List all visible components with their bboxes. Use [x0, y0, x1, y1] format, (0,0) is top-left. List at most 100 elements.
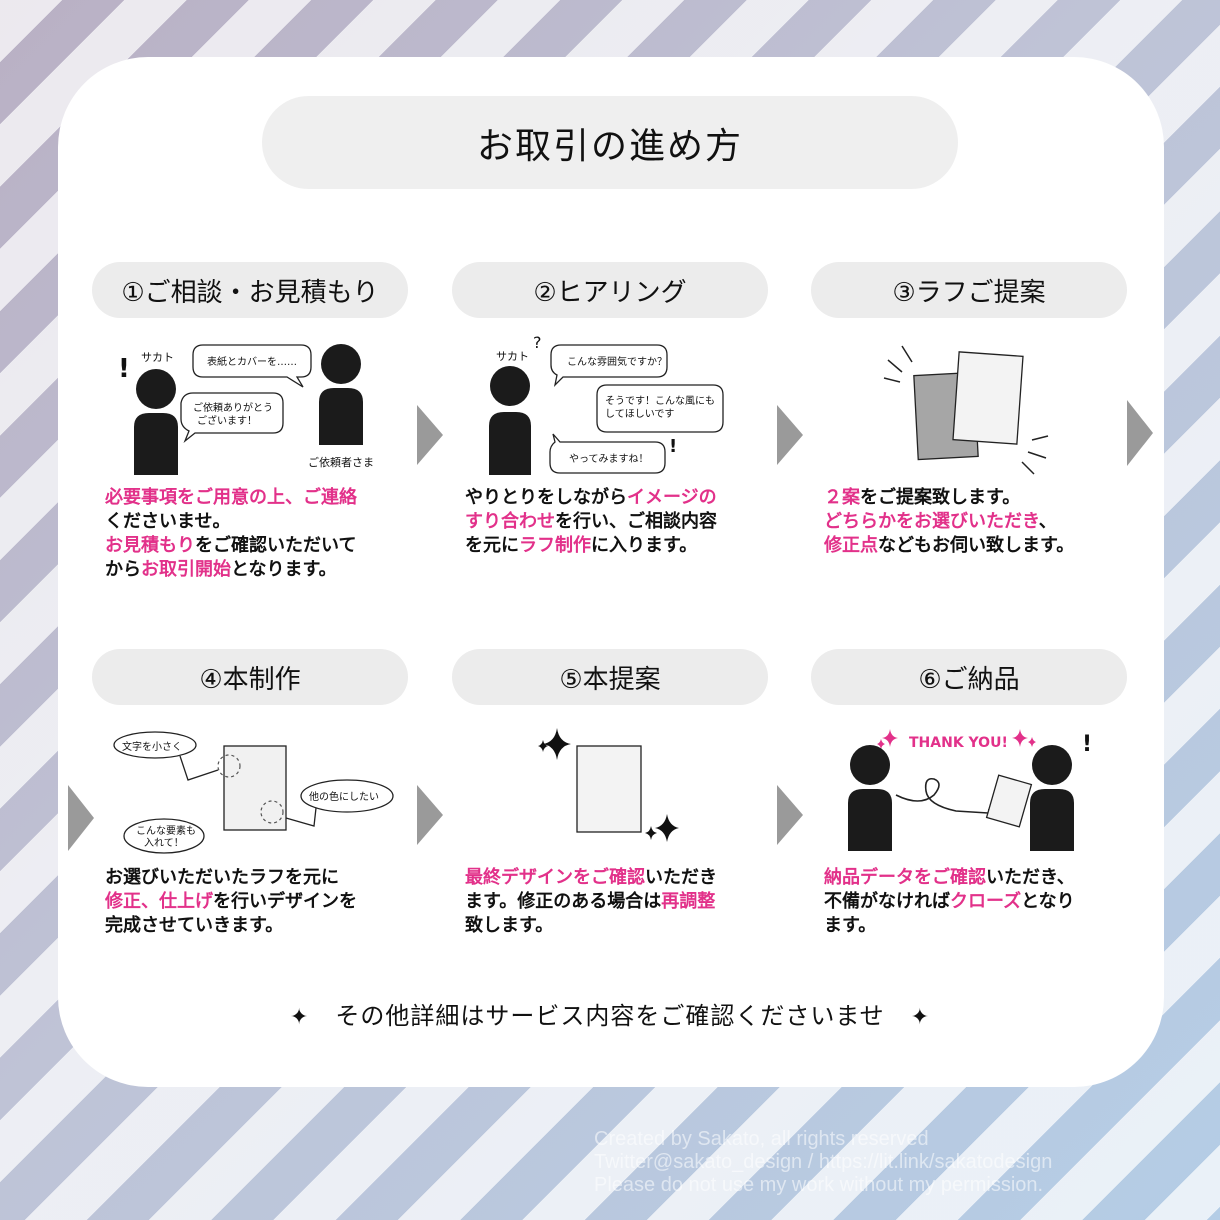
consultation-illustration: ! サカト ご依頼者さま 表紙とカバーを…… ご依頼ありがとう ございます！: [118, 344, 374, 475]
description-line: お見積もりをご確認いただいて: [105, 534, 405, 558]
highlight-text: 納品データをご確認: [824, 867, 986, 888]
bubble-text: やってみますね！: [569, 453, 649, 465]
body-text: 完成させていきます。: [105, 915, 284, 936]
exclaim-icon: !: [669, 436, 677, 457]
description-line: 納品データをご確認いただき、: [824, 866, 1124, 890]
delivery-illustration: THANK YOU! !: [848, 729, 1092, 851]
final-proposal-illustration: [538, 728, 679, 842]
step-3-description: ２案をご提案致します。どちらかをお選びいただき、修正点などもお伺い致します。: [824, 486, 1124, 558]
bubble-text: してほしいです: [605, 408, 674, 420]
step-5-header: ⑤本提案: [452, 649, 768, 705]
arrow-right-icon: [417, 785, 443, 845]
step-6-header: ⑥ご納品: [811, 649, 1127, 705]
hearing-illustration: ? サカト こんな雰囲気ですか？ そうです！こんな風にも してほしいです やって…: [489, 333, 724, 475]
content-card: [58, 57, 1164, 1087]
step-1-header: ①ご相談・お見積もり: [92, 262, 408, 318]
step-4-header: ④本制作: [92, 649, 408, 705]
step-2-label: ②ヒアリング: [533, 277, 687, 308]
bubble-text: 他の色にしたい: [309, 790, 379, 803]
body-text: を行い、ご相談内容: [555, 511, 717, 532]
document-icon: [985, 774, 1033, 828]
credit-watermark: Created by Sakato, all rights reserved T…: [594, 1128, 1052, 1197]
description-line: くださいませ。: [105, 510, 405, 534]
body-text: 、: [1038, 511, 1057, 532]
footer-note: ✦ その他詳細はサービス内容をご確認くださいませ ✦: [0, 996, 1220, 1031]
body-text: 致します。: [465, 915, 554, 936]
body-text: となり: [1021, 891, 1075, 912]
description-line: 必要事項をご用意の上、ご連絡: [105, 486, 405, 510]
highlight-text: イメージの: [627, 487, 717, 508]
bubble-text: そうです！こんな風にも: [605, 395, 715, 407]
description-line: を元にラフ制作に入ります。: [465, 534, 765, 558]
body-text: を行いデザインを: [213, 891, 357, 912]
person-icon: [850, 745, 890, 785]
step-6-description: 納品データをご確認いただき、不備がなければクローズとなります。: [824, 866, 1124, 938]
arrow-right-icon: [777, 785, 803, 845]
highlight-text: 再調整: [661, 891, 716, 912]
bubble-text: 入れて！: [144, 837, 184, 849]
body-text: 不備がなければ: [824, 891, 950, 912]
sparkle-icon: ✦: [289, 1005, 310, 1030]
credit-line: Created by Sakato, all rights reserved: [594, 1128, 929, 1150]
person-icon: [1032, 745, 1072, 785]
highlight-text: クローズ: [950, 891, 1022, 912]
body-text: に入ります。: [591, 535, 698, 556]
body-text: くださいませ。: [105, 511, 231, 532]
highlight-text: 修正、仕上げ: [105, 891, 213, 912]
body-text: を元に: [465, 535, 519, 556]
body-text: をご確認いただいて: [195, 535, 357, 556]
sparkle-icon: [543, 728, 571, 760]
body-text: いただき: [645, 867, 717, 888]
bubble-text: ご依頼ありがとう: [193, 401, 273, 414]
body-text: お選びいただいたラフを元に: [105, 867, 339, 888]
exclaim-icon: !: [1082, 732, 1092, 757]
body-text: ます。修正のある場合は: [465, 891, 662, 912]
bubble-text: 表紙とカバーを……: [207, 355, 297, 368]
name-client: ご依頼者さま: [308, 455, 374, 469]
body-text: となります。: [231, 559, 337, 580]
description-line: 不備がなければクローズとなり: [824, 890, 1124, 914]
body-text: ます。: [824, 915, 877, 936]
person-icon: [321, 344, 361, 384]
description-line: すり合わせを行い、ご相談内容: [465, 510, 765, 534]
edit-marker: [217, 754, 241, 778]
highlight-text: 修正点: [824, 535, 878, 556]
highlight-text: ラフ制作: [519, 535, 591, 556]
bubble-text: こんな雰囲気ですか？: [567, 355, 667, 368]
edit-marker: [260, 800, 284, 824]
highlight-text: 必要事項をご用意の上、ご連絡: [105, 487, 357, 508]
sparkle-icon: [655, 814, 679, 842]
speech-bubble: [113, 731, 197, 759]
sparkle-icon: [1012, 729, 1028, 747]
step-4-label: ④本制作: [199, 664, 301, 695]
arrow-right-icon: [417, 405, 443, 465]
highlight-text: ２案: [824, 487, 860, 508]
speech-bubble: [596, 384, 724, 433]
speech-bubble: [550, 344, 668, 387]
speech-bubble: [192, 344, 312, 388]
person-body: [319, 388, 363, 445]
body-text: などもお伺い致します。: [878, 535, 1075, 556]
step-1-description: 必要事項をご用意の上、ご連絡くださいませ。お見積もりをご確認いただいてからお取引…: [105, 486, 405, 582]
production-illustration: 文字を小さく 他の色にしたい こんな要素も 入れて！: [113, 731, 394, 854]
highlight-text: 最終デザインをご確認: [465, 867, 645, 888]
person-icon: [136, 369, 176, 409]
description-line: 修正点などもお伺い致します。: [824, 534, 1124, 558]
highlight-text: すり合わせ: [465, 511, 555, 532]
page-title-text: お取引の進め方: [476, 125, 743, 167]
rough-proposal-illustration: [883, 345, 1049, 475]
bubble-text: ございます！: [197, 414, 257, 427]
description-line: 修正、仕上げを行いデザインを: [105, 890, 405, 914]
speech-bubble: [300, 779, 394, 813]
document-icon: [952, 351, 1024, 445]
question-icon: ?: [533, 333, 542, 352]
highlight-text: お見積もり: [105, 535, 195, 556]
step-5-description: 最終デザインをご確認いただきます。修正のある場合は再調整致します。: [465, 866, 765, 938]
step-5-label: ⑤本提案: [559, 664, 661, 695]
handoff-arrow-icon: [895, 777, 989, 814]
sparkle-icon: ✦: [910, 1005, 931, 1030]
footer-note-text: その他詳細はサービス内容をご確認くださいませ: [335, 1002, 885, 1030]
emphasis-lines: [887, 359, 903, 373]
arrow-right-icon: [1127, 400, 1153, 466]
credit-line: Twitter@sakato_design / https://lit.link…: [594, 1151, 1053, 1173]
